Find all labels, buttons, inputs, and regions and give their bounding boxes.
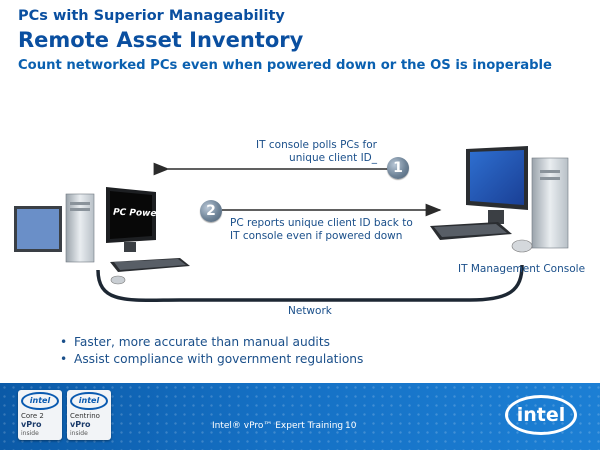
intel-logo: intel	[505, 395, 577, 435]
console-pc	[430, 146, 569, 253]
step-2-text: PC reports unique client ID back to IT c…	[230, 217, 413, 243]
network-label: Network	[288, 305, 332, 317]
slide-title: Remote Asset Inventory	[18, 28, 304, 52]
page-number: 10	[345, 421, 357, 431]
core2-vpro-badge: intel Core 2 vPro inside	[18, 390, 62, 440]
bullet-list: Faster, more accurate than manual audits…	[60, 334, 363, 368]
client-pc	[14, 187, 190, 285]
step-1-badge: 1	[387, 157, 409, 179]
step-1-text: IT console polls PCs for unique client I…	[255, 139, 377, 165]
step-2-text-line2: IT console even if powered down	[230, 230, 403, 242]
centrino-vpro-badge: intel Centrino vPro inside	[67, 390, 111, 440]
network-line	[96, 264, 524, 302]
bullet-item: Assist compliance with government regula…	[60, 351, 363, 368]
bullet-item: Faster, more accurate than manual audits	[60, 334, 363, 351]
step-2-badge: 2	[200, 200, 222, 222]
asset-inventory-diagram	[14, 146, 569, 302]
step-1-text-line2: unique client ID_	[289, 152, 377, 164]
footer-text: Intel® vPro™ Expert Training	[212, 421, 344, 431]
step-1-text-line1: IT console polls PCs for	[256, 139, 377, 151]
slide-subtitle: Count networked PCs even when powered do…	[18, 58, 552, 73]
step-2-text-line1: PC reports unique client ID back to	[230, 217, 413, 229]
console-label: IT Management Console	[458, 263, 586, 275]
slide-kicker: PCs with Superior Manageability	[18, 8, 285, 24]
